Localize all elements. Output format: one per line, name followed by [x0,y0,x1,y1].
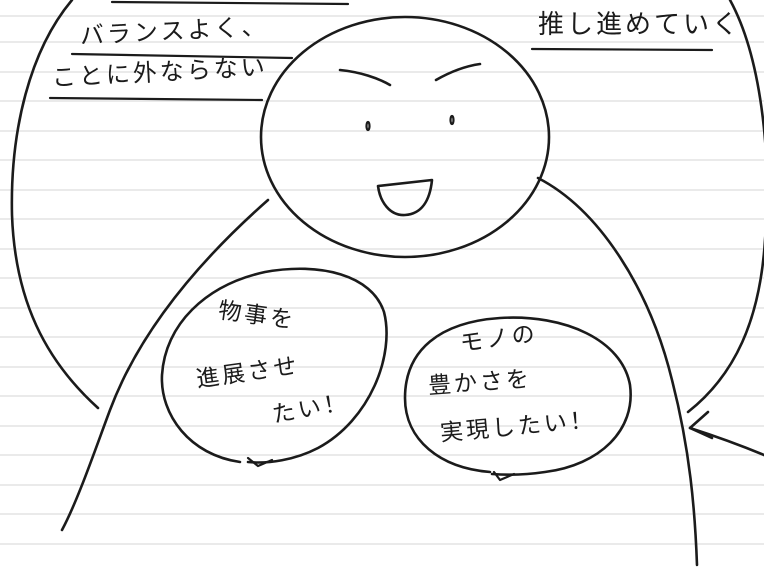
note-push-forward: 推し進めていく [538,10,742,40]
right-bubble-tail [492,470,516,482]
head-circle [259,15,551,259]
right-bubble-outline [403,316,632,476]
top-left-underline-2 [48,96,264,102]
left-eyebrow [338,68,392,87]
ruled-lines [0,15,764,545]
top-right-underline [530,47,714,52]
big-circle-right-arc [686,0,764,414]
right-eyebrow [434,62,482,82]
body-left-shoulder [60,198,270,532]
top-edge-mark [110,0,350,6]
big-circle-left-arc [10,0,100,410]
left-bubble-outline [160,267,388,464]
arrow-head-icon [688,410,714,440]
top-left-underline-1 [70,52,294,60]
left-eye [365,120,371,132]
mouth [376,178,434,217]
body-right-shoulder [536,176,699,567]
left-bubble-tail [246,456,274,468]
right-eye [449,114,455,126]
